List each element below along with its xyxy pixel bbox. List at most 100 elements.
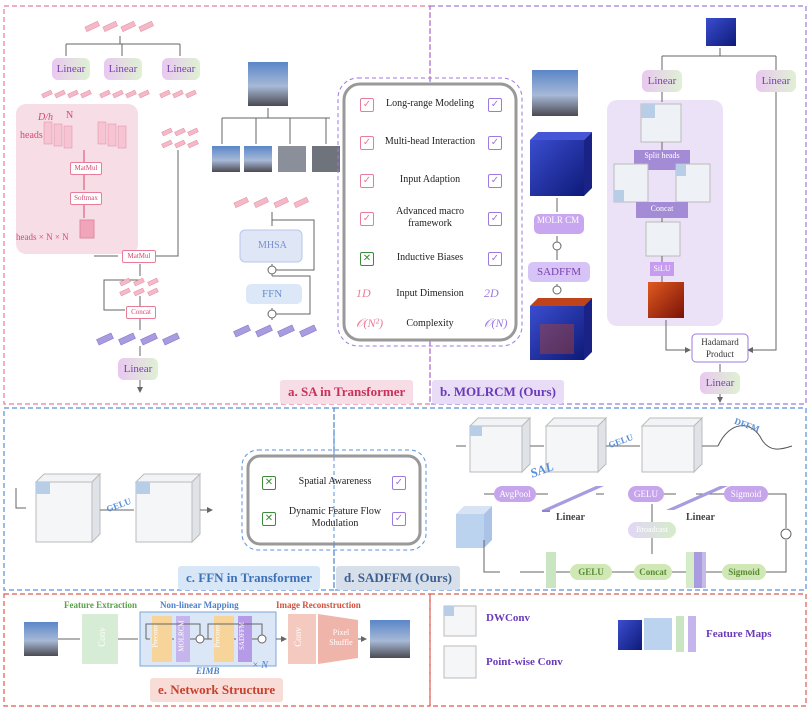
silu-label: SiLU [653,264,671,273]
input-photo-e [24,622,58,656]
legend-pointwise: Point-wise Conv [486,656,563,668]
sadffm-block [528,262,590,282]
ffn-comparison-label: Spatial Awareness [298,476,372,487]
legend-dwconv: DWConv [486,612,531,624]
sadffm-cube-1 [468,416,532,474]
nonlinear-mapping-label: Non-linear Mapping [160,600,239,610]
hadamard-label: Hadamard Product [701,337,739,359]
input-photo-a [248,62,288,106]
sadffm-label-e: SADFFM [238,621,247,651]
image-reconstruction-label: Image Reconstruction [276,600,361,610]
avgpool-pill: AvgPool [494,486,536,502]
heads-nn-label: heads × N × N [16,232,69,242]
feature-extraction-label: Feature Extraction [64,600,138,610]
mhsa-label: MHSA [258,240,287,251]
token-v [161,127,199,149]
sadffm-cube-3 [640,416,704,474]
head-blocks [43,121,127,149]
linear-left-b: Linear [642,70,682,92]
dim-dh: D/h [38,112,53,123]
concat-box-b [636,202,688,218]
molrcm-label-b: MOLR CM [536,215,580,225]
left-check-icon: ✓ [360,98,374,112]
feature-cube-blue [530,140,584,196]
comparison-label: Inductive Biases [396,252,464,263]
right-value: 𝒪(N) [484,316,508,330]
ffn-label-a: FFN [262,288,283,300]
comparison-label: Advanced macro framework [395,206,465,229]
legend-feature-maps [618,616,696,652]
gelu-d-low: GELU [570,564,612,580]
comparison-label: Input Dimension [396,288,464,299]
comparison-label: Complexity [406,318,454,329]
feature-cube-out [530,306,584,360]
eimb-label: EIMB [196,666,220,676]
left-cross-icon: ✕ [360,252,374,266]
concat-label-b: Concat [650,204,674,213]
linear-right-b: Linear [756,70,796,92]
left-value: 𝒪(N²) [356,316,384,330]
patch-tokens [233,196,309,209]
token-row-top [84,20,154,33]
linear-out-a: Linear [118,358,158,380]
matmul-1: MatMul [70,162,102,175]
linear-out-b: Linear [700,372,740,394]
molrcm-e [176,616,190,662]
pixel-shuffle-label: Pixel Shuffle [329,628,353,647]
linear-d-2: Linear [686,512,715,523]
input-cube-b [706,18,736,46]
input-photo-b [532,70,578,116]
molrcm-block [534,214,584,234]
token-row-bottom-mid [233,324,317,338]
right-check-icon: ✓ [488,174,502,188]
section-c-label: c. FFN in Transformer [178,566,320,590]
comparison-label: Multi-head Interaction [384,136,476,147]
ffn-left-cross-icon: ✕ [262,512,276,526]
sadffm-label-b: SADFFM [536,266,582,278]
ffn-cube-1 [34,472,102,544]
sadffm-cube-2 [544,416,608,474]
right-check-icon: ✓ [488,252,502,266]
ffn-block [246,284,302,304]
split-heads-label: Split heads [644,151,680,160]
conv-block-e [82,614,118,664]
linear-q: Linear [52,58,90,80]
section-e-label: e. Network Structure [150,678,284,702]
input-block-d [456,506,492,548]
token-row-bottom-a [96,332,180,346]
silu-out-cube [648,282,684,318]
sadffm-e [238,616,252,662]
conv-label-e: Conv [96,627,107,647]
section-d-label: d. SADFFM (Ours) [336,566,460,590]
gelu-d-mid: GELU [628,486,664,502]
right-check-icon: ✓ [488,136,502,150]
token-heads-out [119,277,159,297]
hadamard-box [691,333,749,363]
legend-dwconv-cube [443,605,477,637]
sigmoid-low: Sigmoid [722,564,766,580]
matmul-2: MatMul [122,250,156,263]
ffn-cube-2 [134,472,202,544]
right-check-icon: ✓ [488,98,502,112]
left-value: 1D [356,286,371,300]
linear-d-1: Linear [556,512,585,523]
frame-legend [429,593,807,707]
broadcast-pill: Broadcast [628,522,676,538]
ffn-comparison-label: Dynamic Feature Flow Modulation [288,506,382,529]
mhsa-block [239,229,303,263]
section-a-label: a. SA in Transformer [280,380,414,404]
right-value: 2D [484,286,499,300]
legend-feature-maps-label: Feature Maps [706,628,772,640]
concat-d: Concat [634,564,672,580]
grid-cube-1 [640,103,682,143]
sigmoid-top: Sigmoid [724,486,768,502]
comparison-label: Long-range Modeling [385,98,475,109]
preconv-2 [214,616,234,662]
preconv-label-2: Preconv [213,624,222,648]
linear-k: Linear [104,58,142,80]
silu-box [650,262,674,276]
left-check-icon: ✓ [360,174,374,188]
linear-v: Linear [162,58,200,80]
